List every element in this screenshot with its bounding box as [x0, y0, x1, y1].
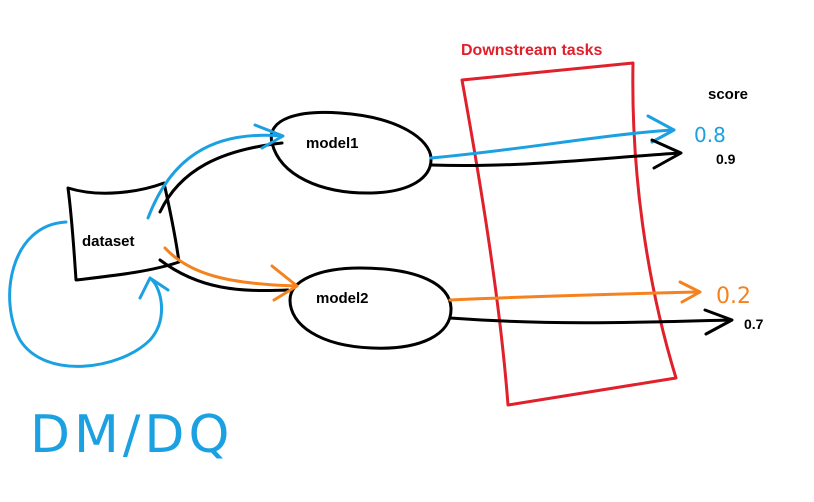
dataset-to-model1-arrow: [158, 141, 284, 214]
score-header: score: [708, 86, 748, 103]
downstream-tasks-panel: [460, 61, 678, 407]
model2-orange-score: 0.2: [716, 284, 751, 309]
model1-label: model1: [306, 135, 359, 152]
dataset-label: dataset: [82, 233, 135, 250]
model2-black-score: 0.7: [744, 316, 764, 332]
model2-label: model2: [316, 290, 369, 307]
downstream-tasks-title: Downstream tasks: [461, 42, 602, 59]
orange-model2-to-score-arrow: [448, 280, 702, 304]
model1-blue-score: 0.8: [694, 123, 726, 147]
orange-dataset-to-model2-arrow: [163, 246, 299, 302]
model1-to-score-arrow: [429, 138, 683, 170]
dataset-node: [66, 181, 181, 282]
blue-dataset-to-model1-arrow: [146, 123, 285, 220]
model2-to-score-arrow: [448, 308, 734, 336]
blue-model1-to-score-arrow: [429, 114, 676, 160]
dm-dq-label: DM/DQ: [30, 405, 233, 465]
dataset-to-model2-arrow: [158, 258, 290, 293]
model1-node: [269, 110, 433, 195]
model1-black-score: 0.9: [716, 151, 736, 167]
model2-node: [288, 266, 453, 350]
dm-dq-loop-arrow: [8, 220, 170, 368]
